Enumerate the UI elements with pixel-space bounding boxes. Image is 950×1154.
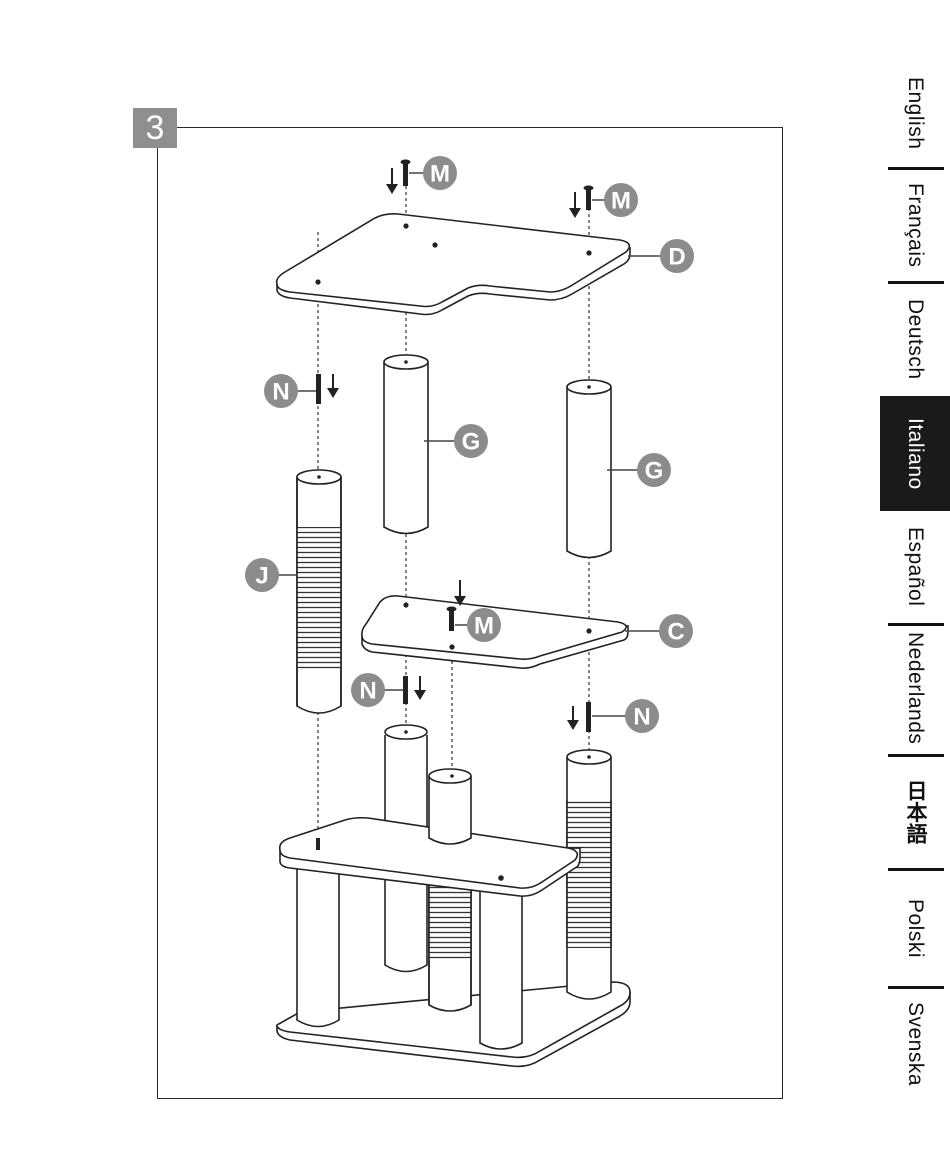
- platform-d: [277, 214, 630, 315]
- language-label: Español: [903, 527, 927, 606]
- label-g-left-text: G: [462, 429, 481, 456]
- post-center-sisal: [429, 880, 471, 1011]
- label-g-right: G: [637, 453, 671, 487]
- language-label: 日本語: [900, 780, 930, 845]
- language-tab-english[interactable]: English: [880, 58, 950, 168]
- language-tab-italiano[interactable]: Italiano: [880, 396, 950, 511]
- language-tab-japanese[interactable]: 日本語: [880, 757, 950, 867]
- label-j-text: J: [255, 563, 268, 590]
- language-label: Polski: [903, 899, 927, 958]
- label-n-left: N: [264, 374, 298, 408]
- language-label: English: [903, 77, 927, 149]
- label-j: J: [245, 558, 279, 592]
- label-d-text: D: [668, 244, 685, 271]
- language-label: Nederlands: [903, 632, 927, 744]
- label-g-left: G: [454, 424, 488, 458]
- language-label: Deutsch: [903, 299, 927, 380]
- post-g-right: [567, 380, 611, 558]
- language-tab-polski[interactable]: Polski: [880, 871, 950, 986]
- language-tab-nederlands[interactable]: Nederlands: [880, 626, 950, 751]
- language-label: Français: [903, 183, 927, 268]
- language-label: Svenska: [903, 1002, 927, 1086]
- label-m-right-text: M: [611, 188, 631, 215]
- post-g-left: [384, 355, 428, 534]
- label-m-middle: M: [467, 608, 501, 642]
- post-front-right: [480, 890, 522, 1049]
- label-n-right: N: [625, 699, 659, 733]
- short-post: [429, 769, 471, 844]
- label-n-right-text: N: [633, 704, 650, 731]
- language-tab-espanol[interactable]: Español: [880, 512, 950, 622]
- label-n-middle: N: [351, 673, 385, 707]
- label-m-top: M: [423, 156, 457, 190]
- label-m-middle-text: M: [474, 613, 494, 640]
- language-tab-francais[interactable]: Français: [880, 170, 950, 280]
- post-j-sisal: [297, 470, 341, 713]
- language-tab-svenska[interactable]: Svenska: [880, 989, 950, 1099]
- bolt-marker: [316, 838, 320, 850]
- label-c: C: [659, 614, 693, 648]
- label-n-left-text: N: [272, 379, 289, 406]
- label-m-top-text: M: [430, 161, 450, 188]
- label-d: D: [660, 239, 694, 273]
- language-label: Italiano: [903, 418, 927, 490]
- label-n-middle-text: N: [359, 678, 376, 705]
- post-back-right-sisal: [567, 750, 611, 999]
- label-m-right: M: [604, 183, 638, 217]
- post-front-left: [297, 862, 339, 1027]
- label-g-right-text: G: [645, 458, 664, 485]
- language-tab-deutsch[interactable]: Deutsch: [880, 284, 950, 394]
- label-c-text: C: [667, 619, 684, 646]
